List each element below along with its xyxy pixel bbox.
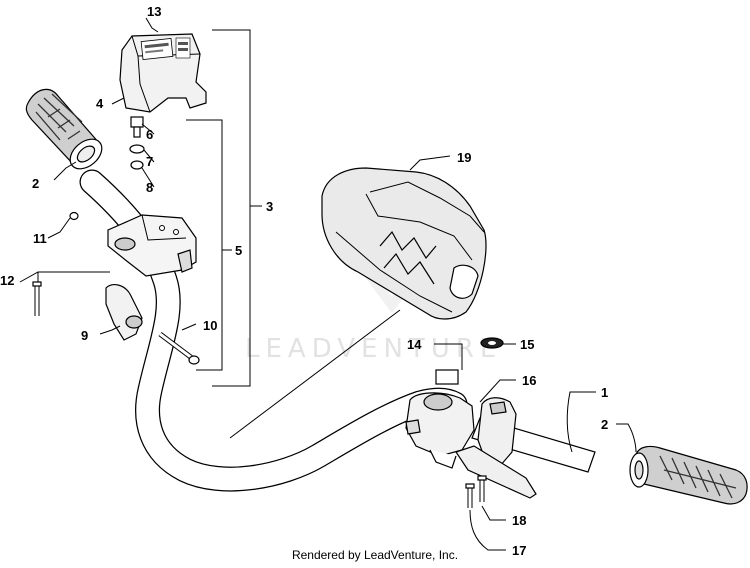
screw-12 — [32, 281, 42, 316]
left-grip — [25, 88, 103, 170]
callout-4: 4 — [96, 96, 104, 111]
callout-16: 16 — [522, 373, 536, 388]
callout-7: 7 — [146, 154, 153, 169]
screw-11 — [69, 211, 79, 221]
callout-5: 5 — [235, 243, 242, 258]
callout-9: 9 — [81, 328, 88, 343]
throttle-housing — [405, 392, 517, 469]
screw-17 — [465, 483, 475, 508]
screw-6 — [130, 116, 144, 138]
leader-lines — [19, 17, 637, 551]
footer-credit: Rendered by LeadVenture, Inc. — [291, 548, 459, 562]
callout-13: 13 — [147, 4, 161, 19]
washer-7 — [129, 144, 145, 154]
washer-8 — [130, 160, 144, 170]
callout-2-left: 2 — [32, 176, 39, 191]
callout-2-right: 2 — [601, 417, 608, 432]
callout-6: 6 — [146, 127, 153, 142]
callout-labels: 13 4 6 7 8 2 3 5 11 12 9 10 19 14 15 16 … — [0, 4, 608, 558]
screw-18 — [477, 475, 487, 502]
callout-3: 3 — [266, 199, 273, 214]
right-grip — [629, 445, 748, 505]
callout-12: 12 — [0, 273, 14, 288]
throttle-lever — [455, 445, 537, 499]
switch-cover — [119, 33, 207, 113]
left-switch-housing — [107, 214, 197, 277]
label-14 — [435, 369, 459, 385]
callout-15: 15 — [520, 337, 534, 352]
screw-10 — [158, 332, 200, 365]
callout-1: 1 — [601, 385, 608, 400]
callout-17: 17 — [512, 543, 526, 558]
callout-19: 19 — [457, 150, 471, 165]
callout-10: 10 — [203, 318, 217, 333]
callout-11: 11 — [33, 231, 47, 246]
watermark-text: LEADVENTURE — [245, 334, 502, 364]
handguard-mitt — [321, 167, 487, 320]
callout-8: 8 — [146, 180, 153, 195]
callout-18: 18 — [512, 513, 526, 528]
lever-9 — [105, 284, 143, 341]
callout-14: 14 — [407, 337, 422, 352]
